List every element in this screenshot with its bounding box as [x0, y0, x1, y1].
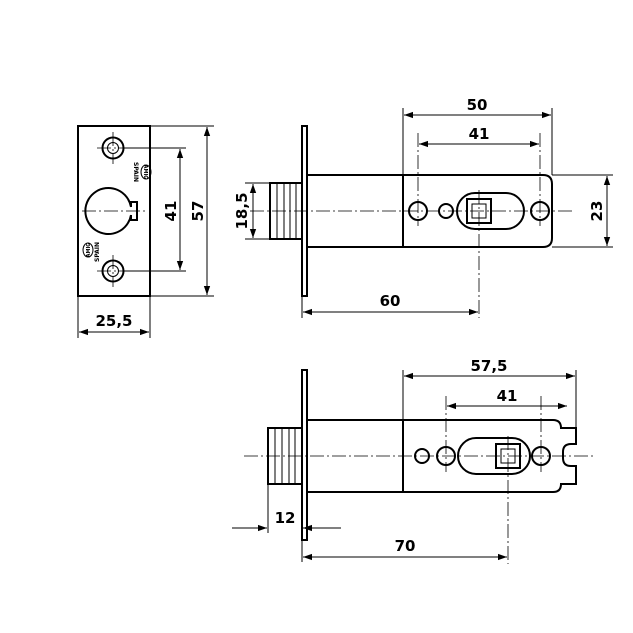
faceplate-bottom-screw-hole: [97, 255, 129, 287]
dim-upper-hole-spacing-label: 41: [469, 125, 490, 143]
dim-plate-height: 57: [150, 125, 214, 297]
faceplate-outline: [77, 125, 151, 297]
dim-lower-bolt-projection: 12: [232, 484, 341, 533]
dim-plate-hole-spacing-label: 41: [162, 201, 180, 222]
dim-upper-overall-label: 50: [467, 96, 488, 114]
dim-lower-backset-label: 70: [395, 537, 416, 555]
upper-case: [402, 174, 553, 248]
dim-upper-bolt-dia-label: 18,5: [233, 192, 251, 229]
dim-lower-overall-label: 57,5: [470, 357, 507, 375]
brand-country-bottom: SPAIN: [94, 242, 101, 262]
dim-plate-width-label: 25,5: [95, 312, 132, 330]
brand-logo-icon: AMIG: [82, 242, 94, 258]
faceplate-view: AMIG SPAIN AMIG SPAIN 41 57 25,5: [77, 125, 214, 338]
dim-plate-width: 25,5: [77, 296, 151, 338]
dim-upper-case-height-label: 23: [588, 201, 606, 222]
dim-plate-height-label: 57: [189, 201, 207, 222]
upper-tube: [307, 174, 403, 248]
upper-latch-view: 18,5 23 50 41 60: [233, 96, 613, 318]
dim-upper-backset-label: 60: [380, 292, 401, 310]
dim-lower-hole-spacing: 41: [447, 387, 567, 410]
dim-lower-bolt-projection-label: 12: [275, 509, 296, 527]
dim-lower-overall: 57,5: [402, 357, 575, 420]
brand-mark-bottom: AMIG: [86, 243, 92, 258]
dim-upper-bolt-dia: 18,5: [233, 182, 270, 240]
lower-case: [402, 419, 577, 493]
brand-country-top: SPAIN: [132, 162, 139, 182]
faceplate-top-screw-hole: [97, 132, 129, 164]
lower-latch-view: 57,5 41 12 70: [232, 357, 596, 564]
dim-lower-hole-spacing-label: 41: [497, 387, 518, 405]
dim-upper-overall: 50: [402, 96, 553, 175]
dim-upper-case-height: 23: [552, 174, 613, 248]
dim-upper-hole-spacing: 41: [419, 125, 539, 148]
faceplate-latch-opening: [82, 187, 146, 235]
brand-mark-top: AMIG: [142, 165, 148, 180]
dim-upper-backset: 60: [301, 292, 478, 318]
dim-plate-hole-spacing: 41: [124, 147, 186, 272]
dim-lower-backset: 70: [301, 537, 507, 562]
lower-tube: [307, 419, 403, 493]
brand-logo-icon: AMIG: [140, 164, 152, 180]
